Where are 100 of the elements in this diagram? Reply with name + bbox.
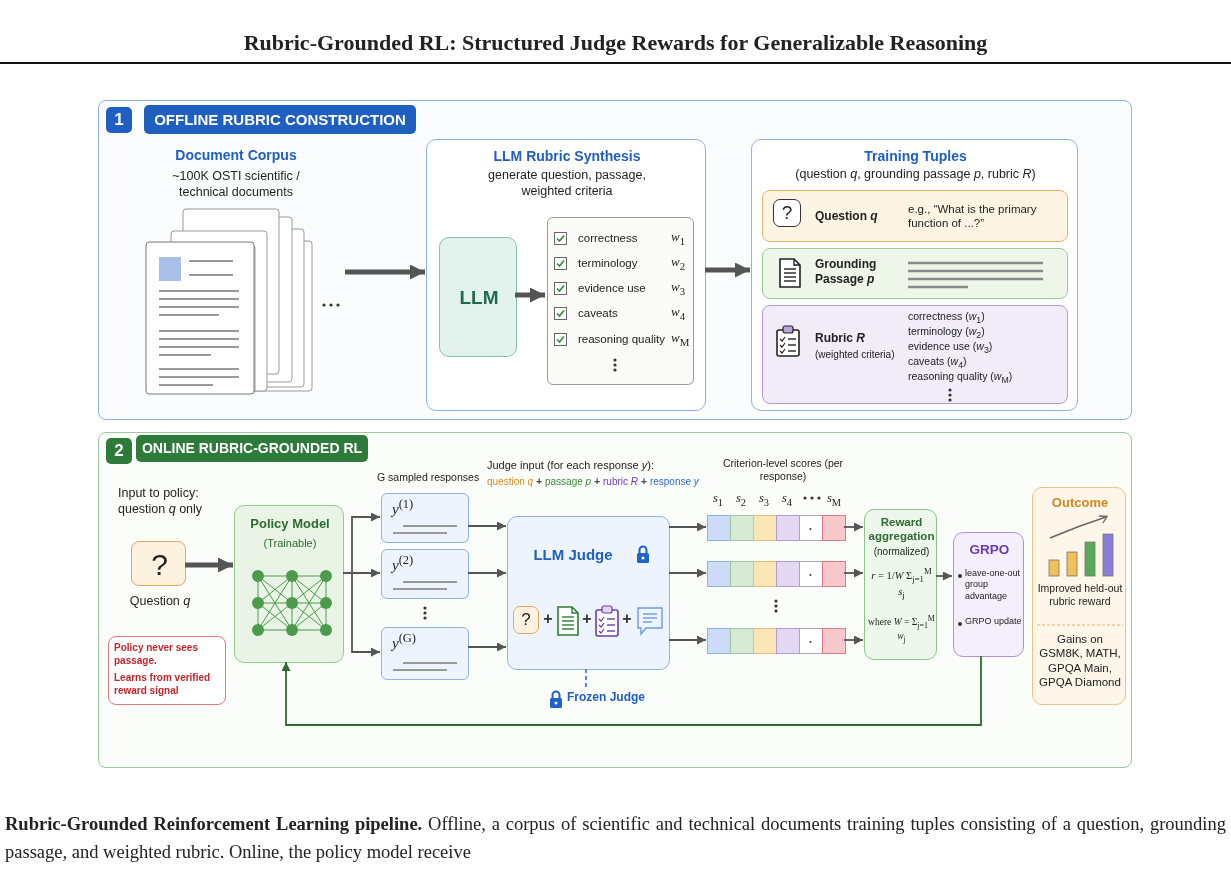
synthesis-panel — [426, 139, 706, 411]
result-text: Gains on GSM8K, MATH, GPQA Main, GPQA Diamond — [1038, 632, 1122, 690]
card-title: Grounding Passage p — [815, 257, 878, 287]
arrow — [668, 522, 707, 532]
arrow — [467, 568, 507, 578]
criteria-list — [547, 217, 694, 385]
plus-sign: + — [594, 476, 600, 487]
arrow — [467, 642, 507, 652]
subtitle: (normalized) — [872, 546, 931, 559]
bullet-text: GRPO update — [965, 616, 1023, 628]
judge-input-term: passage p — [545, 476, 592, 487]
description: (question q, grounding passage p, rubric R) — [794, 167, 1037, 183]
arrow — [281, 655, 982, 726]
weight-label: w$_{4}$ — [671, 304, 687, 324]
example-text: e.g., “What is the primary function of ...?” — [908, 202, 1038, 231]
heading: GRPO — [968, 542, 1011, 559]
criterion-label: correctness (w$_{1}$) — [908, 310, 986, 327]
criterion-label: terminology — [578, 256, 639, 271]
heading: LLM Judge — [532, 546, 614, 565]
arrow — [668, 568, 707, 578]
response-label: y$^{(1)}$ — [392, 497, 415, 519]
weight-label: w$_{3}$ — [671, 279, 687, 299]
caption-text: Criterion-level scores (per response) — [722, 457, 844, 484]
plus-sign: + — [542, 609, 554, 629]
figure-caption: Rubric-Grounded Reinforcement Learning pipeline. Offline, a corpus of scientific and technical documents training tuples consisting of a question, grounding passage, and weighted rubric. Online, the policy model receive — [5, 813, 1226, 864]
score-label: s$_{M}$ — [825, 491, 843, 509]
plus-sign: + — [536, 476, 542, 487]
criterion-label: caveats (w$_{4}$) — [908, 355, 968, 372]
arrow — [705, 262, 750, 278]
result-text: Improved held-out rubric reward — [1037, 582, 1123, 609]
arrow — [467, 521, 507, 531]
score-label: s$_{2}$ — [734, 491, 748, 509]
arrow — [843, 522, 864, 532]
judge-input-term: question q — [487, 476, 534, 487]
weight-label: w$_{M}$ — [671, 330, 691, 350]
criterion-label: evidence use (w$_{3}$) — [908, 340, 994, 357]
plus-sign: + — [641, 476, 647, 487]
section-panel — [98, 432, 1132, 768]
warning-text: Policy never sees passage. — [114, 642, 199, 667]
connector-line — [585, 668, 587, 689]
response-card — [381, 627, 469, 680]
caption-text: G sampled responses — [377, 471, 477, 485]
arrow — [843, 635, 864, 645]
heading: Outcome — [1050, 495, 1110, 512]
heading: Training Tuples — [863, 148, 968, 166]
node-caption: Question q — [128, 594, 192, 610]
heading: Reward aggregation — [867, 515, 936, 544]
arrow — [515, 287, 545, 303]
card-subtitle: (weighted criteria) — [815, 349, 896, 362]
section-panel — [98, 100, 1132, 420]
weight-label: w$_{2}$ — [671, 254, 687, 274]
rubric-card — [762, 305, 1068, 404]
page-title: Rubric-Grounded RL: Structured Judge Rewards for Generalizable Reasoning — [242, 29, 989, 57]
arrow — [345, 264, 425, 280]
update-box — [953, 532, 1024, 657]
question-bubble-icon: ? — [773, 199, 801, 227]
score-label: s$_{3}$ — [757, 491, 771, 509]
aggregation-box — [864, 509, 937, 660]
criterion-label: terminology (w$_{2}$) — [908, 325, 986, 342]
bullet-text: leave-one-out group advantage — [965, 568, 1022, 602]
plus-sign: + — [581, 609, 593, 629]
subtitle: (Trainable) — [262, 537, 318, 551]
description: generate question, passage, weighted criteria — [487, 168, 647, 200]
heading: Document Corpus — [174, 147, 298, 165]
judge-box — [507, 516, 670, 670]
tuples-panel — [751, 139, 1078, 411]
question-card — [762, 190, 1068, 242]
heading: Policy Model — [249, 516, 331, 533]
criterion-label: reasoning quality — [578, 332, 666, 347]
score-label: s$_{4}$ — [780, 491, 794, 509]
arrow — [843, 568, 864, 578]
section-heading: ONLINE RUBRIC-GROUNDED RL — [136, 435, 368, 462]
input-note: Input to policy: question q only — [118, 486, 204, 518]
response-label: y$^{(G)}$ — [392, 631, 418, 653]
frozen-judge-label: Frozen Judge — [567, 690, 646, 705]
outcome-box — [1032, 487, 1126, 705]
judge-input-term: response y — [649, 476, 699, 487]
score-bar — [707, 628, 845, 654]
model-box — [234, 505, 344, 663]
arrow — [668, 635, 707, 645]
arrow — [185, 557, 233, 573]
warning-text: Learns from verified reward signal — [114, 672, 212, 697]
plus-sign: + — [621, 609, 633, 629]
criterion-label: evidence use — [578, 281, 647, 296]
card-title: Question q — [815, 209, 879, 224]
criterion-label: reasoning quality (w$_{M}$) — [908, 370, 1014, 387]
score-bar — [707, 561, 845, 587]
judge-input-term: rubric R — [603, 476, 639, 487]
model-box — [439, 237, 517, 357]
arrow — [935, 571, 953, 581]
response-label: y$^{(2)}$ — [392, 553, 415, 575]
response-card — [381, 549, 469, 599]
section-number: 1 — [106, 107, 132, 133]
section-heading: OFFLINE RUBRIC CONSTRUCTION — [144, 105, 416, 134]
note-box — [108, 636, 226, 705]
criterion-label: caveats — [578, 306, 619, 321]
section-number: 2 — [106, 438, 132, 464]
passage-card — [762, 248, 1068, 299]
response-card — [381, 493, 469, 543]
weight-label: w$_{1}$ — [671, 229, 687, 249]
